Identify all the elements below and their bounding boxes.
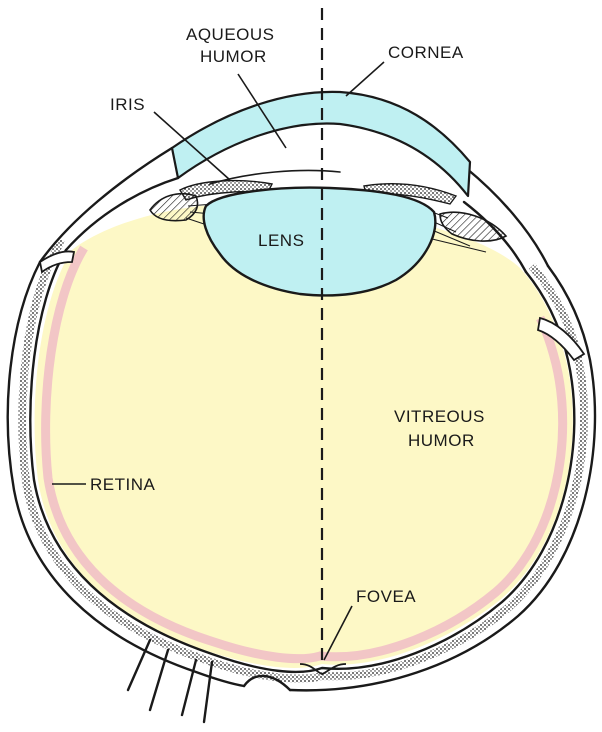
cornea-shape bbox=[172, 92, 470, 196]
fovea-label: FOVEA bbox=[356, 587, 416, 606]
cornea-leader bbox=[346, 62, 384, 96]
cornea-label: CORNEA bbox=[388, 43, 464, 62]
vitreous-humor-label-line1: VITREOUS bbox=[394, 407, 485, 426]
lens-label: LENS bbox=[258, 231, 304, 250]
iris-label: IRIS bbox=[110, 95, 145, 114]
aqueous-humor-label-line1: AQUEOUS bbox=[186, 25, 275, 44]
ciliary-body-left bbox=[150, 194, 198, 221]
vitreous-humor-label-line2: HUMOR bbox=[408, 431, 475, 450]
retina-label: RETINA bbox=[90, 475, 156, 494]
aqueous-humor-label-line2: HUMOR bbox=[200, 47, 267, 66]
